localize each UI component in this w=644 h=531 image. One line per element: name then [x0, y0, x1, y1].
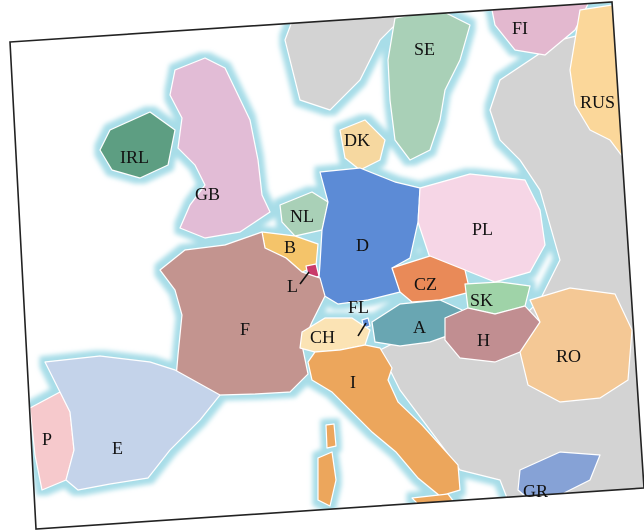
label-se: SE: [414, 39, 435, 59]
label-ro: RO: [556, 346, 581, 366]
country-gb[interactable]: [169, 57, 271, 239]
label-rus: RUS: [580, 92, 615, 112]
country-se[interactable]: [387, 9, 471, 161]
country-dk[interactable]: [339, 119, 386, 171]
country-pl[interactable]: [417, 173, 546, 283]
country-f[interactable]: [159, 231, 326, 396]
country-irl[interactable]: [99, 111, 176, 179]
label-fl: FL: [348, 297, 369, 317]
country-ro[interactable]: [519, 287, 633, 403]
label-gr: GR: [523, 481, 548, 501]
label-d: D: [356, 235, 369, 255]
map-frame: [9, 1, 644, 530]
label-e: E: [112, 438, 123, 458]
label-b: B: [284, 237, 296, 257]
label-dk: DK: [344, 130, 370, 150]
country-e[interactable]: [44, 355, 221, 491]
label-irl: IRL: [120, 147, 149, 167]
label-a: A: [413, 317, 426, 337]
island-corsica: [325, 423, 337, 449]
label-f: F: [240, 319, 250, 339]
label-gb: GB: [195, 184, 220, 204]
country-gr[interactable]: [517, 451, 601, 506]
country-i[interactable]: [307, 344, 461, 497]
label-nl: NL: [290, 206, 314, 226]
label-i: I: [350, 372, 356, 392]
country-fi[interactable]: [489, 0, 591, 56]
label-cz: CZ: [414, 274, 437, 294]
leader-l: [299, 271, 310, 285]
leader-fl: [357, 322, 367, 337]
country-cz[interactable]: [391, 255, 471, 303]
label-fi: FI: [512, 18, 528, 38]
label-ch: CH: [310, 327, 335, 347]
label-l: L: [287, 276, 298, 296]
country-i-sardinia[interactable]: [317, 451, 337, 507]
label-sk: SK: [470, 290, 493, 310]
label-h: H: [477, 330, 490, 350]
label-p: P: [42, 429, 52, 449]
label-pl: PL: [472, 219, 493, 239]
